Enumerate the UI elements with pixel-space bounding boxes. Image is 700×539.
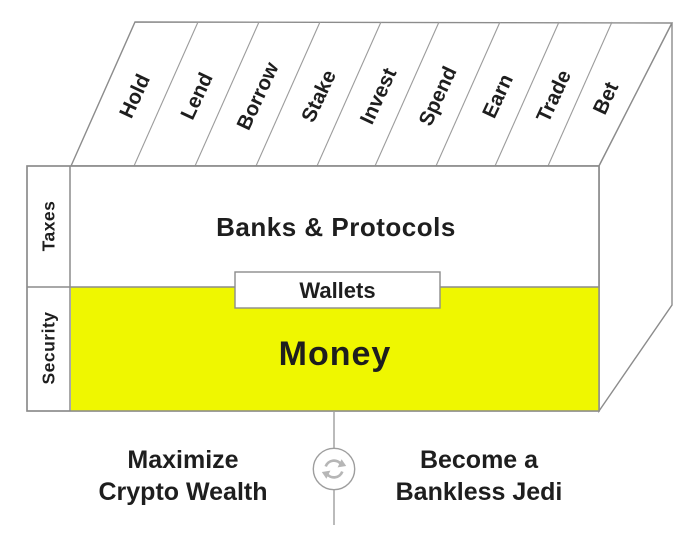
wallets-box	[234, 271, 441, 309]
front-face-border	[26, 165, 600, 412]
sync-icon-circle	[312, 447, 356, 491]
footer-right-line2: Bankless Jedi	[396, 478, 563, 506]
footer-left-line1: Maximize	[127, 446, 238, 474]
wallets-label: Wallets	[299, 278, 375, 303]
banks-protocols-label: Banks & Protocols	[216, 212, 456, 242]
band-divider-lines	[133, 21, 613, 167]
footer-left-line2: Crypto Wealth	[99, 478, 268, 506]
money-label: Money	[279, 335, 392, 373]
side-row-security: Security	[39, 311, 59, 384]
side-row-taxes: Taxes	[39, 201, 59, 252]
footer-right-line1: Become a	[420, 446, 539, 474]
sync-cycle-icon	[321, 459, 347, 479]
